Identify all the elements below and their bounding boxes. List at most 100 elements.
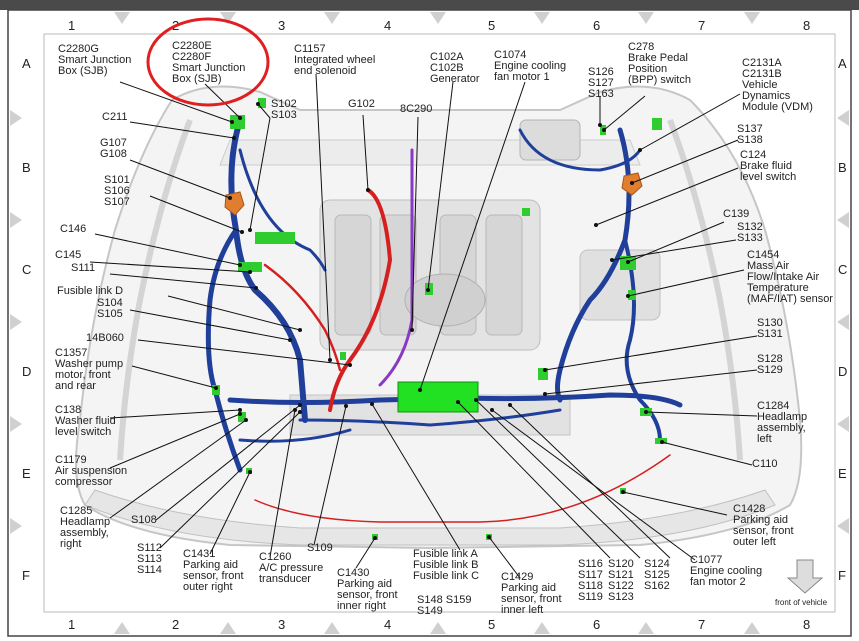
callout-line: outer left: [733, 536, 776, 548]
callout-line: inner right: [337, 600, 386, 612]
engine-cylinder: [485, 214, 523, 336]
callout-c211: C211: [102, 111, 127, 123]
leader-endpoint-dot: [238, 408, 242, 412]
grid-chevron-top: [114, 12, 130, 24]
grid-col-label: 3: [278, 617, 285, 632]
callout-line: C2131A: [742, 57, 782, 69]
callout-line: C1260: [259, 551, 291, 563]
leader-endpoint-dot: [474, 398, 478, 402]
leader-line: [257, 103, 271, 119]
callout-c146: C146: [60, 223, 86, 235]
grid-row-label: D: [838, 364, 847, 379]
callout-line: outer right: [183, 581, 233, 593]
leader-line: [627, 269, 745, 297]
callout-line: Vehicle: [742, 79, 777, 91]
fuse-box-connector: [397, 381, 479, 413]
callout-line: S125: [644, 569, 670, 581]
leader-line: [639, 93, 741, 151]
callout-line: S120: [608, 558, 634, 570]
callout-line: S138: [737, 134, 763, 146]
leader-endpoint-dot: [373, 536, 377, 540]
callout-line: S128: [757, 353, 783, 365]
leader-line: [611, 239, 737, 261]
leader-line: [137, 339, 351, 366]
callout-line: S105: [97, 308, 123, 320]
grid-chevron-bottom: [534, 622, 550, 634]
callout-line: S132: [737, 221, 763, 233]
leader-endpoint-dot: [232, 136, 236, 140]
callout-line: Mass Air: [747, 260, 790, 272]
callout-line: left: [757, 433, 772, 445]
leader-line: [131, 365, 217, 389]
callout-line: Washer pump: [55, 358, 123, 370]
leader-line: [129, 309, 291, 341]
leader-line: [544, 335, 758, 371]
callout-line: C1428: [733, 503, 765, 515]
callout-line: Temperature: [747, 282, 809, 294]
leader-endpoint-dot: [598, 123, 602, 127]
callout-line: S108: [131, 514, 157, 526]
grid-col-label: 7: [698, 617, 705, 632]
callout-line: Headlamp: [60, 516, 110, 528]
callout-line: sensor, front: [733, 525, 794, 537]
callout-line: (MAF/IAT) sensor: [747, 293, 833, 305]
leader-endpoint-dot: [293, 408, 297, 412]
grid-chevron-top: [744, 12, 760, 24]
front-bumper: [84, 489, 776, 546]
grid-chevron-top: [324, 12, 340, 24]
callout-line: Module (VDM): [742, 101, 813, 113]
callout-line: Dynamics: [742, 90, 791, 102]
grid-col-label: 1: [68, 18, 75, 33]
callout-b14060: 14B060: [86, 332, 124, 344]
leader-line: [249, 117, 271, 231]
callout-line: transducer: [259, 573, 311, 585]
callout-line: S133: [737, 232, 763, 244]
callout-line: S107: [104, 196, 130, 208]
callout-line: Parking aid: [337, 578, 392, 590]
callout-line: C1157: [294, 43, 326, 55]
callout-line: A/C pressure: [259, 562, 323, 574]
front-of-vehicle-label: front of vehicle: [775, 598, 828, 607]
leader-line: [622, 491, 728, 516]
callout-line: motor, front: [55, 369, 111, 381]
leader-endpoint-dot: [644, 410, 648, 414]
leader-endpoint-dot: [490, 408, 494, 412]
leader-line: [167, 295, 301, 331]
callout-line: S118: [578, 580, 603, 592]
leader-line: [94, 233, 241, 266]
callout-line: C110: [752, 458, 777, 470]
grid-row-label: A: [838, 56, 847, 71]
front-arrow-icon: [786, 559, 824, 594]
callout-line: C2131B: [742, 68, 782, 80]
leader-endpoint-dot: [248, 270, 252, 274]
grid-column-labels-bottom: 1 2 3 4 5 6 7 8: [68, 617, 810, 632]
callout-line: (BPP) switch: [628, 74, 691, 86]
brake-reservoir: [519, 119, 581, 161]
leader-line: [595, 167, 739, 226]
callout-line: S163: [588, 88, 614, 100]
grid-row-label: C: [22, 262, 31, 277]
leader-endpoint-dot: [228, 196, 232, 200]
harness-mid: [298, 408, 562, 427]
callout-line: S101: [104, 174, 130, 186]
callout-line: S127: [588, 77, 614, 89]
callout-line: S102: [271, 98, 297, 110]
sjb-connector: [255, 232, 295, 244]
grid-col-label: 6: [593, 18, 600, 33]
callout-line: Fusible link A: [413, 548, 478, 560]
grid-col-label: 5: [488, 617, 495, 632]
grid-row-label: F: [838, 568, 846, 583]
